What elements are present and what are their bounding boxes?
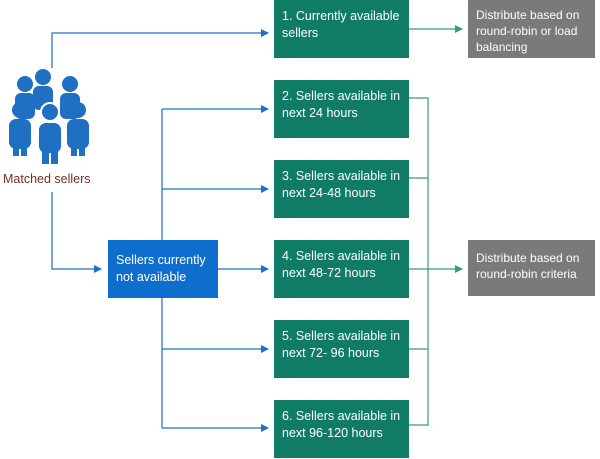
matched-sellers-label: Matched sellers [3,172,91,186]
sellers-not-available-box: Sellers currently not available [108,240,218,298]
outcome-round-robin-box: Distribute based on round-robin criteria [468,240,595,296]
outcome-load-balancing-box: Distribute based on round-robin or load … [468,0,595,58]
people-group-icon [9,69,89,164]
group-4-box: 4. Sellers available in next 48-72 hours [274,240,409,298]
group-2-box: 2. Sellers available in next 24 hours [274,80,409,138]
group-1-box: 1. Currently available sellers [274,0,409,58]
connector-to-available [51,29,269,68]
group-6-box: 6. Sellers available in next 96-120 hour… [274,400,409,458]
connector-to-hub [51,192,102,273]
collector-bracket [409,97,429,426]
group-3-box: 3. Sellers available in next 24-48 hours [274,160,409,218]
group-5-box: 5. Sellers available in next 72- 96 hour… [274,320,409,378]
